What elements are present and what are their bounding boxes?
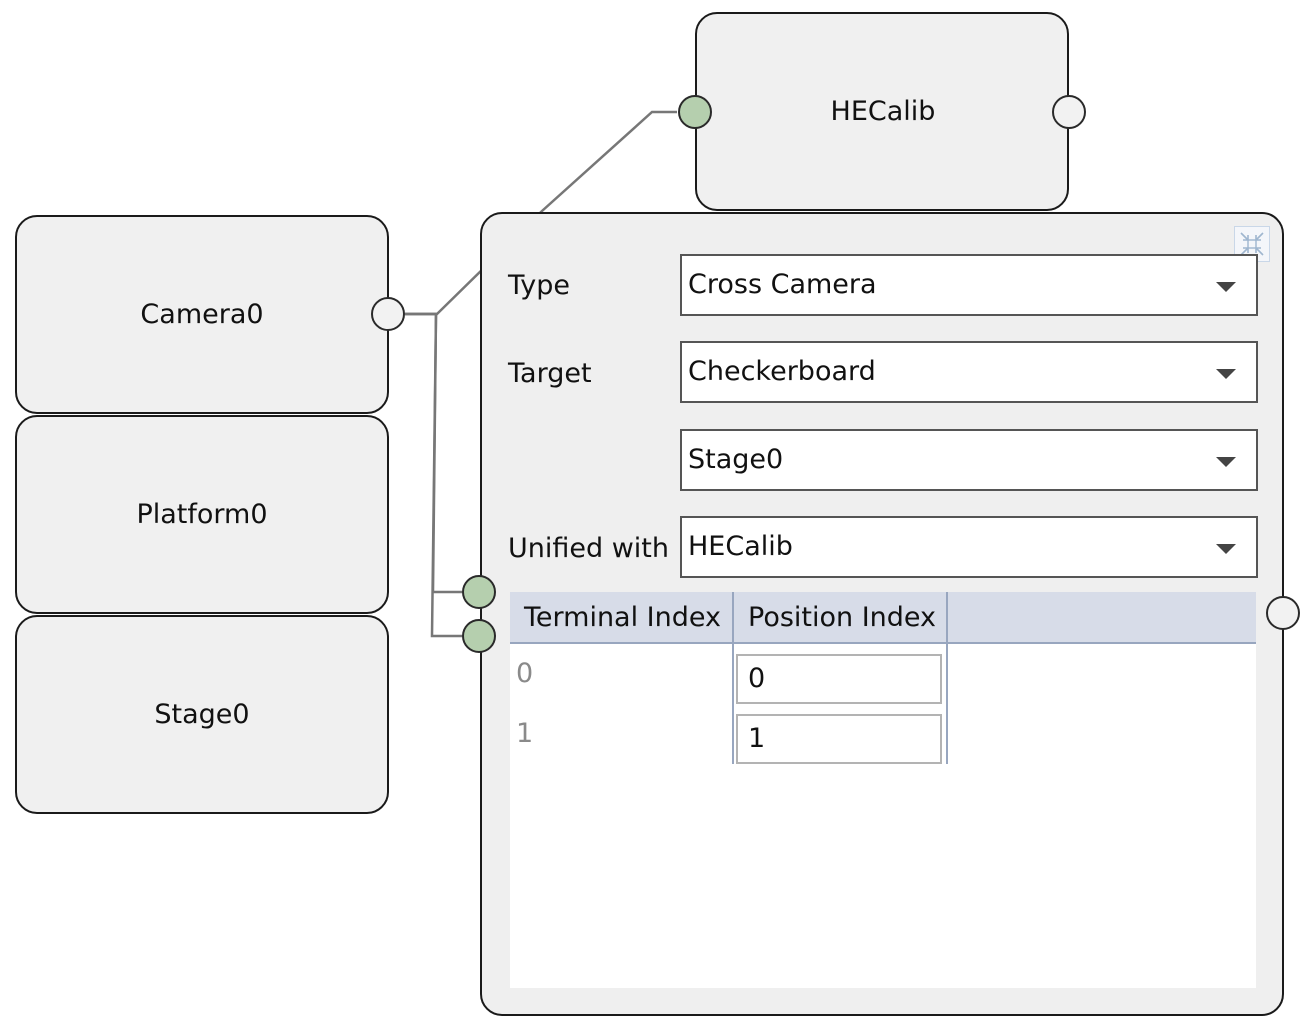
target-source-value: Stage0: [688, 444, 784, 475]
terminal-index-cell: 1: [516, 718, 534, 749]
hecalib-output-port[interactable]: [1052, 95, 1086, 129]
type-dropdown[interactable]: Cross Camera: [680, 254, 1258, 316]
column-divider: [946, 644, 948, 764]
type-value: Cross Camera: [688, 269, 877, 300]
chevron-down-icon: [1216, 457, 1236, 467]
chevron-down-icon: [1216, 369, 1236, 379]
node-platform0[interactable]: Platform0: [15, 415, 389, 614]
node-label: Camera0: [140, 299, 264, 330]
position-index-input[interactable]: 1: [736, 714, 942, 764]
hecalib-input-port[interactable]: [678, 95, 712, 129]
column-divider: [732, 644, 734, 764]
collapse-icon: [1240, 232, 1264, 256]
column-header-terminal-index[interactable]: Terminal Index: [524, 602, 722, 633]
node-hecalib[interactable]: HECalib: [695, 12, 1069, 211]
chevron-down-icon: [1216, 544, 1236, 554]
target-value: Checkerboard: [688, 356, 876, 387]
panel-input-port-1[interactable]: [462, 575, 496, 609]
index-mapping-grid[interactable]: Terminal Index Position Index 0 0 1 1: [510, 592, 1256, 988]
wire-camera-to-panel-port-2: [405, 312, 462, 638]
node-label: HECalib: [830, 96, 936, 127]
node-stage0[interactable]: Stage0: [15, 615, 389, 814]
unified-with-dropdown[interactable]: HECalib: [680, 516, 1258, 578]
node-label: Platform0: [136, 499, 268, 530]
node-camera0[interactable]: Camera0: [15, 215, 389, 414]
target-dropdown[interactable]: Checkerboard: [680, 341, 1258, 403]
unified-with-value: HECalib: [688, 531, 793, 562]
target-source-dropdown[interactable]: Stage0: [680, 429, 1258, 491]
node-label: Stage0: [154, 699, 250, 730]
panel-input-port-2[interactable]: [462, 619, 496, 653]
target-label: Target: [508, 358, 592, 389]
chevron-down-icon: [1216, 282, 1236, 292]
calibration-settings-panel: Type Cross Camera Target Checkerboard St…: [480, 212, 1284, 1016]
terminal-index-cell: 0: [516, 658, 534, 689]
column-header-position-index[interactable]: Position Index: [732, 592, 948, 644]
camera0-output-port[interactable]: [371, 297, 405, 331]
position-index-input[interactable]: 0: [736, 654, 942, 704]
panel-output-port[interactable]: [1266, 596, 1300, 630]
grid-header: Terminal Index Position Index: [510, 592, 1256, 644]
unified-with-label: Unified with: [508, 533, 669, 564]
type-label: Type: [508, 270, 571, 301]
